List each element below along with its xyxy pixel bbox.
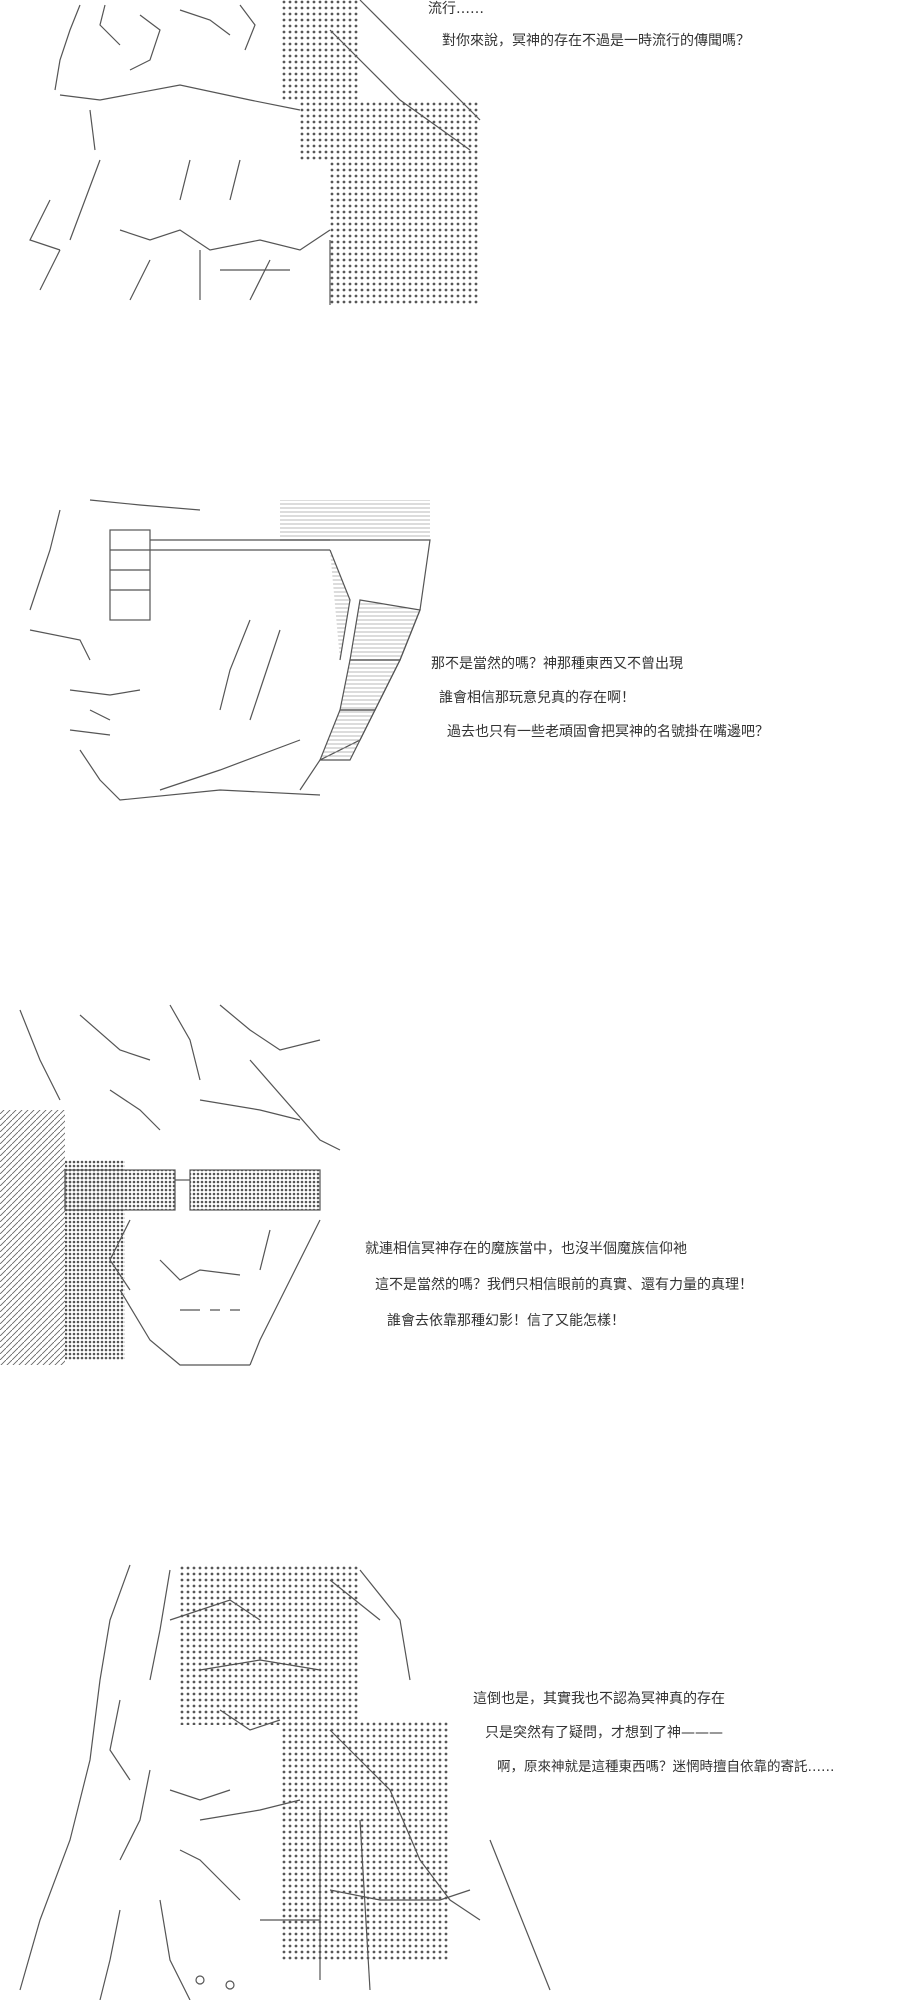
dialogue-line: 過去也只有一些老頑固會把冥神的名號掛在嘴邊吧？	[447, 724, 769, 740]
ascii-art-character-2	[20, 490, 440, 810]
panel-4: 這倒也是，其實我也不認為冥神真的存在 只是突然有了疑問，才想到了神——— 啊，原…	[0, 1560, 913, 2000]
ascii-art-character-1	[0, 0, 490, 310]
dialogue-line: 啊，原來神就是這種東西嗎？迷惘時擅自依靠的寄託……	[497, 1759, 835, 1775]
dialogue-block-1: 流行…… 對你來說，冥神的存在不過是一時流行的傳聞嗎？	[420, 0, 900, 60]
dialogue-line: 這不是當然的嗎？我們只相信眼前的真實、還有力量的真理！	[375, 1277, 753, 1293]
panel-1: 流行…… 對你來說，冥神的存在不過是一時流行的傳聞嗎？	[0, 0, 913, 320]
dialogue-line: 就連相信冥神存在的魔族當中，也沒半個魔族信仰祂	[365, 1241, 687, 1257]
dialogue-block-4: 這倒也是，其實我也不認為冥神真的存在 只是突然有了疑問，才想到了神——— 啊，原…	[465, 1690, 910, 1790]
panel-2: 那不是當然的嗎？神那種東西又不曾出現 誰會相信那玩意兒真的存在啊！ 過去也只有一…	[0, 490, 913, 820]
dialogue-line: 這倒也是，其實我也不認為冥神真的存在	[473, 1691, 725, 1707]
ascii-art-character-3	[0, 1000, 360, 1370]
dialogue-line: 流行……	[428, 1, 484, 17]
dialogue-line: 誰會去依靠那種幻影！信了又能怎樣！	[387, 1313, 625, 1329]
ascii-art-character-4	[0, 1560, 580, 2000]
panel-3: 就連相信冥神存在的魔族當中，也沒半個魔族信仰祂 這不是當然的嗎？我們只相信眼前的…	[0, 1000, 913, 1380]
dialogue-line: 那不是當然的嗎？神那種東西又不曾出現	[431, 656, 683, 672]
dialogue-block-2: 那不是當然的嗎？神那種東西又不曾出現 誰會相信那玩意兒真的存在啊！ 過去也只有一…	[425, 655, 905, 755]
dialogue-line: 只是突然有了疑問，才想到了神———	[485, 1725, 723, 1741]
dialogue-line: 對你來說，冥神的存在不過是一時流行的傳聞嗎？	[442, 33, 750, 49]
dialogue-block-3: 就連相信冥神存在的魔族當中，也沒半個魔族信仰祂 這不是當然的嗎？我們只相信眼前的…	[365, 1240, 905, 1340]
dialogue-line: 誰會相信那玩意兒真的存在啊！	[439, 690, 635, 706]
